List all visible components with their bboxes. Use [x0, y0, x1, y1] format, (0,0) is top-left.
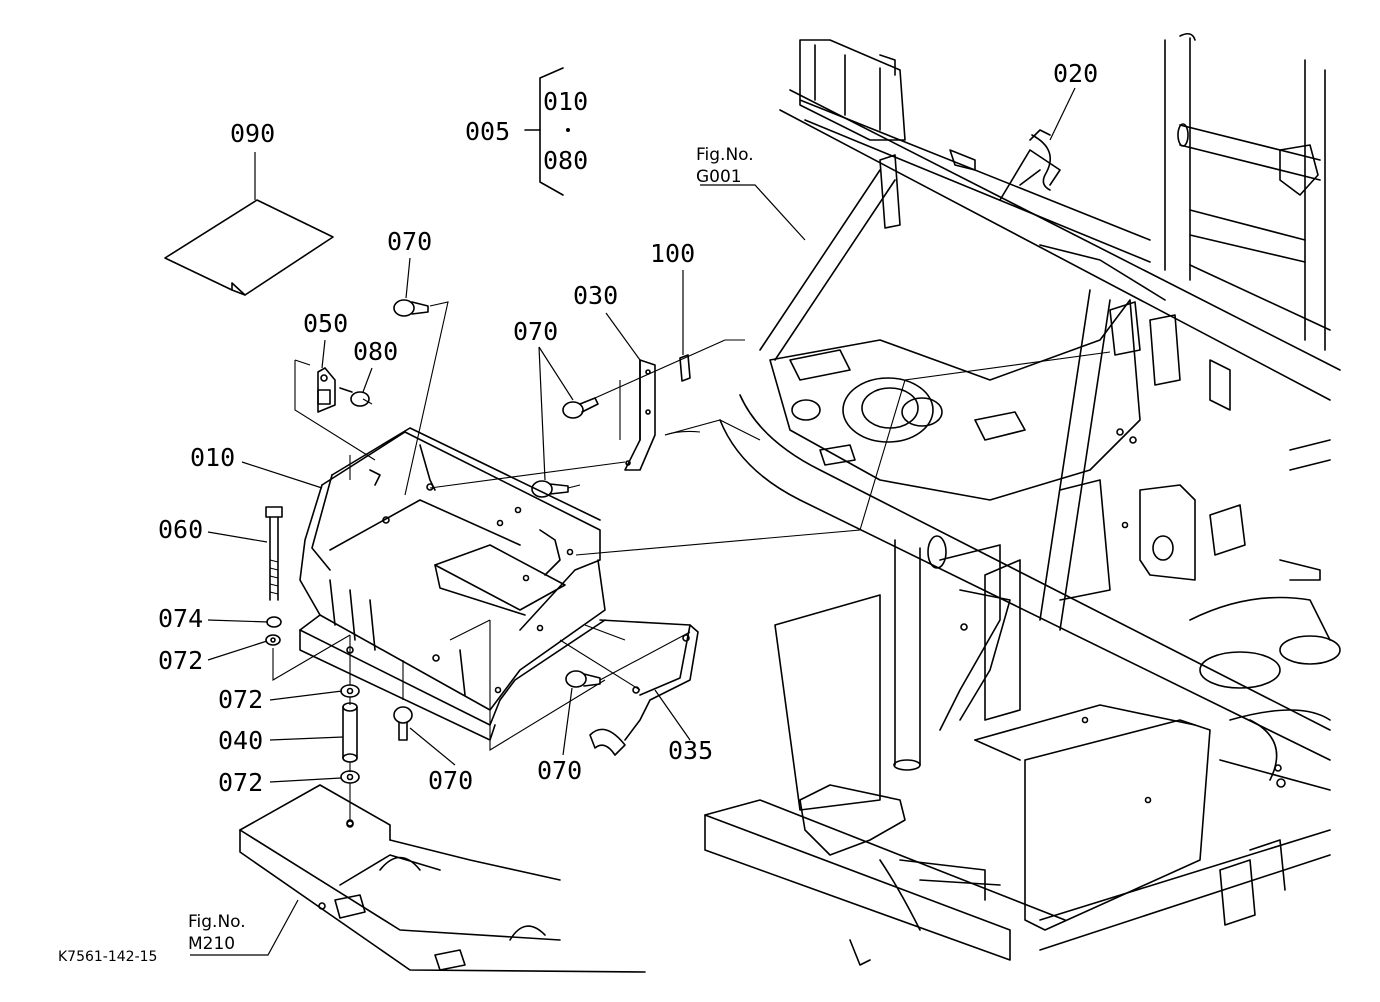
label-020: 020 — [1053, 59, 1098, 88]
label-072-c: 072 — [218, 768, 263, 797]
label-005: 005 — [465, 117, 510, 146]
floor-panel — [239, 784, 646, 973]
fig-ref-g001-code: G001 — [696, 167, 742, 187]
washer-part-072-c — [340, 770, 360, 784]
spacer-part-040 — [342, 702, 358, 763]
long-bolt-part-060 — [265, 506, 283, 601]
label-080: 080 — [353, 337, 398, 366]
label-070-top: 070 — [387, 227, 432, 256]
bolt-part-070-mid — [562, 397, 599, 419]
drawing-code: K7561-142-15 — [58, 949, 157, 965]
bolt-part-070-box — [531, 480, 569, 498]
leader-lines — [190, 87, 1076, 956]
assembly-lines — [272, 301, 1111, 820]
pin-part-080 — [339, 387, 370, 407]
washer-part-072-b — [340, 684, 360, 698]
bolt-part-070-right — [565, 670, 601, 688]
label-074: 074 — [158, 604, 203, 633]
group-bracket — [524, 67, 564, 196]
label-100: 100 — [650, 239, 695, 268]
label-030: 030 — [573, 281, 618, 310]
group-separator-dot — [566, 128, 570, 132]
bracket-part-030 — [624, 359, 656, 471]
fig-ref-m210-code: M210 — [188, 934, 235, 954]
fig-ref-m210-label: Fig.No. — [188, 912, 246, 932]
vehicle-frame — [704, 32, 1341, 966]
label-010: 010 — [190, 443, 235, 472]
label-060: 060 — [158, 515, 203, 544]
tray-part-010 — [299, 427, 606, 741]
part-labels: 090 005 010 080 020 100 030 070 070 050 … — [58, 59, 1098, 965]
label-040: 040 — [218, 726, 263, 755]
washer-part-072-a — [265, 634, 281, 646]
label-072-a: 072 — [158, 646, 203, 675]
label-070-right: 070 — [537, 756, 582, 785]
label-072-b: 072 — [218, 685, 263, 714]
label-070-mid: 070 — [513, 317, 558, 346]
label-010-group: 010 — [543, 87, 588, 116]
sheet-part-090 — [164, 199, 334, 296]
pad-part-100 — [679, 354, 691, 382]
bracket-part-035 — [589, 619, 699, 756]
fig-ref-g001-label: Fig.No. — [696, 145, 754, 165]
label-070-bottom: 070 — [428, 766, 473, 795]
label-035: 035 — [668, 736, 713, 765]
label-050: 050 — [303, 309, 348, 338]
holder-part-050 — [317, 367, 336, 413]
bolt-part-070-top — [393, 299, 429, 317]
label-080-group: 080 — [543, 146, 588, 175]
label-090: 090 — [230, 119, 275, 148]
washer-part-074 — [266, 616, 282, 628]
bolt-part-070-bottom — [393, 706, 413, 741]
